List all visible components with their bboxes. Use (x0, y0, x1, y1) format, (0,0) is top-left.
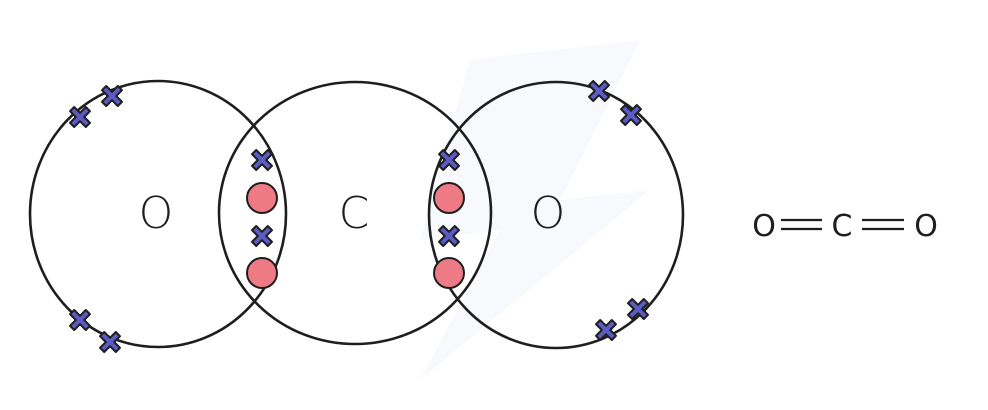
electrons (69, 80, 649, 353)
bond-left-cross-1 (251, 149, 273, 171)
bond-left-dot-2 (246, 257, 278, 289)
right-oxygen-cross-4 (595, 319, 617, 341)
bond-left-dot-1 (246, 182, 278, 214)
right-oxygen-shell (427, 80, 685, 350)
structural-formula: O C O (752, 209, 938, 244)
bond-right-dot-2 (433, 257, 465, 289)
carbon-shell (217, 80, 493, 346)
watermark-logo (420, 40, 650, 380)
left-oxygen-label: O (139, 188, 174, 239)
right-oxygen-label: O (531, 188, 566, 239)
formula-atom-carbon: C (832, 209, 853, 244)
formula-atom-oxygen-right: O (914, 209, 938, 244)
carbon-label: C (339, 188, 370, 239)
right-oxygen-cross-1 (588, 80, 610, 102)
bond-left-cross-2 (251, 225, 273, 247)
formula-atom-oxygen-left: O (752, 209, 776, 244)
left-oxygen-shell (28, 79, 288, 349)
right-oxygen-cross-2 (620, 104, 642, 126)
left-oxygen-cross-3 (69, 309, 91, 331)
left-oxygen-cross-4 (99, 331, 121, 353)
bond-right-cross-2 (438, 225, 460, 247)
bond-right-cross-1 (438, 149, 460, 171)
left-oxygen-cross-1 (69, 106, 91, 128)
left-oxygen-cross-2 (101, 85, 123, 107)
bond-right-dot-1 (433, 182, 465, 214)
right-oxygen-cross-3 (627, 298, 649, 320)
